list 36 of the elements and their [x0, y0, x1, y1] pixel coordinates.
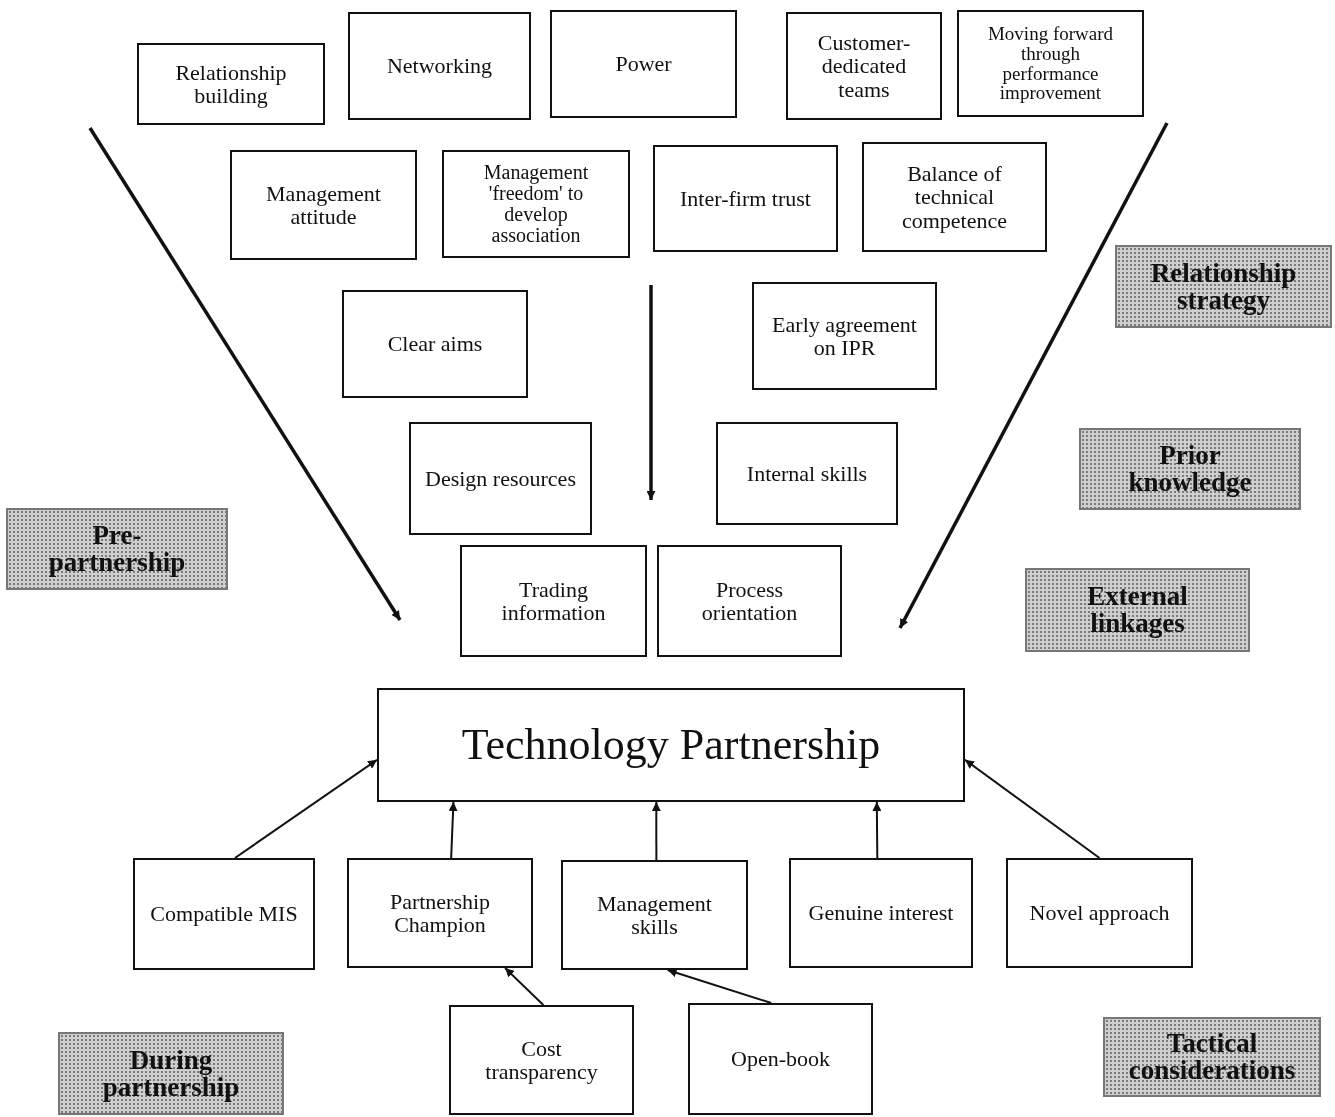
arrow: [448, 801, 458, 859]
stage-label: During partnership: [58, 1032, 284, 1115]
arrow: [964, 758, 1101, 859]
factor-box: Partnership Champion: [347, 858, 533, 968]
factor-box: Management 'freedom' to develop association: [442, 150, 630, 258]
factor-box: Cost transparency: [449, 1005, 634, 1115]
arrow: [872, 801, 882, 859]
arrow: [651, 801, 661, 861]
factor-box: Trading information: [460, 545, 647, 657]
stage-label: Tactical considerations: [1103, 1017, 1321, 1097]
factor-box: Compatible MIS: [133, 858, 315, 970]
stage-label: Prior knowledge: [1079, 428, 1301, 510]
factor-box: Power: [550, 10, 737, 118]
factor-box: Clear aims: [342, 290, 528, 398]
factor-box: Management skills: [561, 860, 748, 970]
factor-box: Customer-dedicated teams: [786, 12, 942, 120]
factor-box: Open-book: [688, 1003, 873, 1115]
factor-box: Networking: [348, 12, 531, 120]
stage-label: Pre-partnership: [6, 508, 228, 590]
arrow: [504, 967, 545, 1006]
factor-box: Process orientation: [657, 545, 842, 657]
main-box: Technology Partnership: [377, 688, 965, 802]
factor-box: Design resources: [409, 422, 592, 535]
stage-label: Relationship strategy: [1115, 245, 1332, 328]
factor-box: Genuine interest: [789, 858, 973, 968]
factor-box: Early agreement on IPR: [752, 282, 937, 390]
factor-box: Moving forward through performance improvement: [957, 10, 1144, 117]
arrow: [666, 968, 773, 1004]
factor-box: Novel approach: [1006, 858, 1193, 968]
factor-box: Management attitude: [230, 150, 417, 260]
factor-box: Balance of technical competence: [862, 142, 1047, 252]
factor-box: Internal skills: [716, 422, 898, 525]
arrow: [233, 758, 378, 859]
factor-box: Relationship building: [137, 43, 325, 125]
stage-label: External linkages: [1025, 568, 1250, 652]
factor-box: Inter-firm trust: [653, 145, 838, 252]
